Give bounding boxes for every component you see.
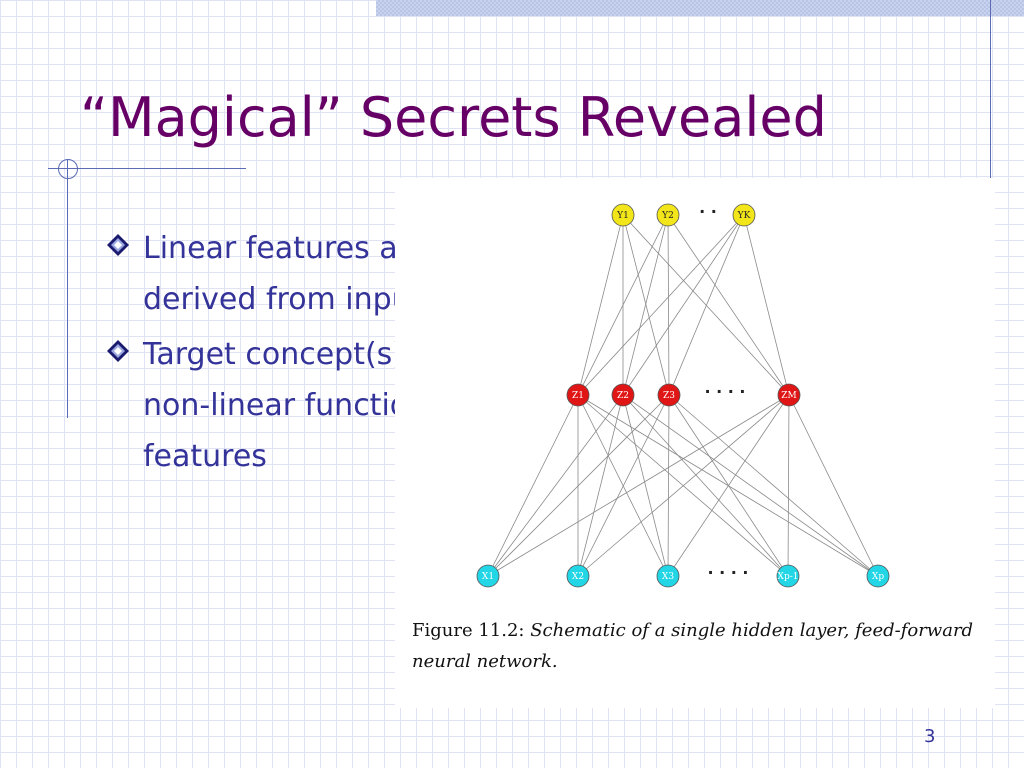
edge-output-hidden: [622, 214, 669, 396]
edge-output-hidden: [577, 214, 745, 396]
edge-hidden-input: [487, 394, 579, 577]
figure-panel: Y1 Y2 YK · · Z1 Z2 Z3 ZM · · · · X1 X2 X3 Xp-1 Xp · · …: [395, 178, 995, 708]
edge-output-hidden: [622, 214, 790, 396]
input-node-label: X2: [572, 572, 584, 582]
edge-output-hidden: [622, 214, 745, 396]
output-node: [611, 203, 635, 227]
output-ellipsis: · ·: [699, 202, 717, 221]
edge-hidden-input: [667, 394, 670, 577]
hidden-node-label: Z1: [572, 391, 584, 401]
input-node: [656, 564, 680, 588]
decorative-horizontal-line: [48, 168, 246, 169]
output-node-label: Y2: [661, 211, 674, 221]
output-node: [656, 203, 680, 227]
hidden-node-label: ZM: [781, 391, 796, 401]
edge-output-hidden: [668, 214, 745, 396]
hidden-node: [611, 383, 635, 407]
edge-hidden-input: [577, 394, 670, 577]
header-band: [376, 0, 1024, 16]
diamond-bullet-icon: [107, 234, 129, 256]
page-number: 3: [924, 726, 936, 747]
hidden-node: [566, 383, 590, 407]
hidden-ellipsis: · · · ·: [704, 382, 745, 401]
input-node-label: Xp-1: [778, 572, 799, 582]
hidden-node-label: Z2: [617, 391, 629, 401]
decorative-vertical-line-left: [67, 160, 68, 418]
figure-caption: Figure 11.2: Schematic of a single hidde…: [412, 615, 982, 677]
slide-title: “Magical” Secrets Revealed: [80, 86, 827, 149]
input-node: [866, 564, 890, 588]
edge-output-hidden: [743, 214, 790, 396]
edge-hidden-input: [577, 394, 790, 577]
edge-output-hidden: [577, 214, 669, 396]
edge-hidden-input: [622, 394, 669, 577]
edge-hidden-input: [667, 394, 790, 577]
bullet-text: Linear features are derived from inputs: [143, 231, 439, 317]
output-node-label: YK: [737, 211, 751, 221]
edge-output-hidden: [577, 214, 624, 396]
edge-hidden-input: [787, 394, 790, 577]
edge-hidden-input: [487, 394, 624, 577]
edge-hidden-input: [668, 394, 879, 577]
hidden-node: [777, 383, 801, 407]
edge-hidden-input: [487, 394, 670, 577]
input-node-label: X1: [482, 572, 494, 582]
output-node-label: Y1: [616, 211, 629, 221]
input-node-label: Xp: [872, 572, 884, 582]
input-node: [476, 564, 500, 588]
input-node: [566, 564, 590, 588]
bullet-item: Linear features are derived from inputs: [106, 223, 526, 325]
edge-hidden-input: [487, 394, 790, 577]
diamond-bullet-icon: [107, 340, 129, 362]
edge-hidden-input: [577, 394, 669, 577]
edge-hidden-input: [788, 394, 879, 577]
input-ellipsis: · · · ·: [707, 563, 748, 582]
edge-output-hidden: [667, 214, 670, 396]
decorative-vertical-line-right: [990, 0, 991, 265]
input-node-label: X3: [662, 572, 674, 582]
edge-hidden-input: [577, 394, 879, 577]
output-node: [732, 203, 756, 227]
edge-hidden-input: [577, 394, 624, 577]
neural-network-diagram: Y1 Y2 YK · · Z1 Z2 Z3 ZM · · · · X1 X2 X3 Xp-1 Xp · · …: [476, 202, 890, 588]
hidden-node-label: Z3: [663, 391, 675, 401]
edge-output-hidden: [622, 214, 670, 396]
caption-text: Schematic of a single hidden layer, feed…: [412, 620, 974, 672]
input-node: [776, 564, 800, 588]
edge-hidden-input: [622, 394, 789, 577]
edge-output-hidden: [667, 214, 790, 396]
edge-hidden-input: [622, 394, 879, 577]
decorative-circle-icon: [58, 159, 78, 179]
caption-label: Figure 11.2:: [412, 620, 525, 641]
hidden-node: [657, 383, 681, 407]
